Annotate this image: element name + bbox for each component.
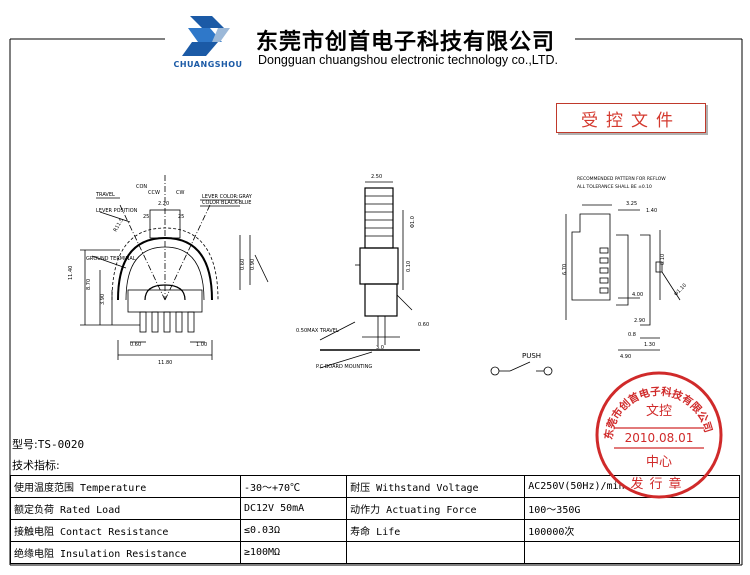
dim-r: R11.5 bbox=[113, 217, 126, 233]
seal-line-3: 中心 bbox=[646, 455, 672, 470]
footprint-drawing bbox=[565, 204, 681, 351]
label-lever-color: LEVER COLOR:GRAY bbox=[202, 194, 253, 200]
seal-bottom: 发行章 bbox=[630, 476, 687, 492]
dim-0-60: 0.60 bbox=[130, 342, 141, 348]
dim-phi-1-0: Φ1.0 bbox=[410, 216, 416, 228]
seal-date: 2010.08.01 bbox=[625, 431, 694, 445]
spec-value: DC12V 50mA bbox=[239, 497, 348, 520]
dim-1-40: 1.40 bbox=[646, 208, 657, 214]
spec-label: 接触电阻 Contact Resistance bbox=[10, 519, 241, 542]
side-view-labels: 2.50 Φ1.0 0.10 0.60 3.0 0.50MAX TRAVEL P… bbox=[296, 174, 541, 370]
dim-11-80: 11.80 bbox=[158, 360, 172, 366]
dim-side-a: 6.70 bbox=[562, 264, 568, 275]
dim-phi-1-10: Φ1.10 bbox=[673, 283, 688, 298]
company-name-cn: 东莞市创首电子科技有限公司 bbox=[256, 29, 556, 55]
dim-4-00: 4.00 bbox=[632, 292, 643, 298]
model-label: 型号: bbox=[12, 438, 38, 451]
spec-value: 100～350G bbox=[524, 497, 740, 520]
seal-line-1: 文控 bbox=[646, 404, 672, 419]
dim-25-a: 25 bbox=[143, 214, 149, 220]
dim-2-20: 2.20 bbox=[158, 201, 169, 207]
spec-label: 动作力 Actuating Force bbox=[346, 497, 526, 520]
spec-label: 耐压 Withstand Voltage bbox=[346, 475, 526, 498]
footprint-labels: RECOMMENDED PATTERN FOR REFLOW ALL TOLER… bbox=[562, 176, 688, 360]
label-lever-position: LEVER POSITION bbox=[96, 208, 138, 214]
dim-3-25: 3.25 bbox=[626, 201, 637, 207]
company-logo bbox=[182, 16, 230, 56]
label-ccw: CCW bbox=[148, 190, 160, 196]
table-row: 额定负荷 Rated Load DC12V 50mA 动作力 Actuating… bbox=[10, 497, 740, 520]
label-travel: TRAVEL bbox=[95, 192, 115, 198]
spec-label: 使用温度范围 Temperature bbox=[10, 475, 241, 498]
side-view-drawing bbox=[319, 181, 553, 376]
dim-0-60-v: 0.60 bbox=[240, 259, 246, 270]
model-number: 型号:TS-0020 bbox=[12, 436, 84, 452]
label-max-travel: 0.50MAX TRAVEL bbox=[296, 328, 339, 334]
company-name-en: Dongguan chuangshou electronic technolog… bbox=[258, 53, 558, 67]
dim-3-90: 3.90 bbox=[100, 294, 106, 305]
spec-value bbox=[524, 541, 740, 564]
dim-0-8: 0.8 bbox=[628, 332, 636, 338]
label-cw: CW bbox=[176, 190, 184, 196]
model-value: TS-0020 bbox=[37, 438, 85, 451]
label-ground-terminal: GROUND TERMINAL bbox=[86, 256, 136, 262]
spec-value: ≥100MΩ bbox=[239, 541, 348, 564]
dim-0-10: 0.10 bbox=[406, 261, 412, 272]
label-push: PUSH bbox=[522, 352, 541, 360]
front-view-labels: TRAVEL LEVER POSITION GROUND TERMINAL CO… bbox=[68, 184, 256, 366]
spec-label bbox=[346, 541, 526, 564]
label-con: CON bbox=[136, 184, 147, 190]
dim-25-b: 25 bbox=[178, 214, 184, 220]
spec-value: -30～+70℃ bbox=[239, 475, 348, 498]
spec-label: 寿命 Life bbox=[346, 519, 526, 542]
dim-2-90: 2.90 bbox=[634, 318, 645, 324]
spec-label: 绝缘电阻 Insulation Resistance bbox=[10, 541, 241, 564]
dim-1-30: 1.30 bbox=[644, 342, 655, 348]
label-tolerance: ALL TOLERANCE SHALL BE ±0.10 bbox=[577, 184, 652, 190]
technical-drawing: TRAVEL LEVER POSITION GROUND TERMINAL CO… bbox=[68, 174, 688, 376]
dim-0-60-mid: 0.60 bbox=[418, 322, 429, 328]
label-pc-board-mounting: P.C BOARD MOUNTING bbox=[316, 364, 372, 370]
dim-0-90-v: 0.90 bbox=[250, 259, 256, 270]
front-view-drawing bbox=[80, 175, 269, 360]
controlled-document-stamp: 受控文件 bbox=[556, 103, 706, 133]
spec-title: 技术指标: bbox=[12, 459, 60, 472]
round-seal-stamp: 东莞市创首电子科技有限公司 文控 2010.08.01 中心 发行章 bbox=[595, 371, 723, 499]
spec-table: 使用温度范围 Temperature -30～+70℃ 耐压 Withstand… bbox=[10, 475, 740, 564]
dim-1-00: 1.00 bbox=[196, 342, 207, 348]
spec-label: 额定负荷 Rated Load bbox=[10, 497, 241, 520]
spec-value: ≤0.03Ω bbox=[239, 519, 348, 542]
dim-8-70: 8.70 bbox=[86, 279, 92, 290]
dim-4-90: 4.90 bbox=[620, 354, 631, 360]
table-row: 接触电阻 Contact Resistance ≤0.03Ω 寿命 Life 1… bbox=[10, 519, 740, 542]
dim-3-0: 3.0 bbox=[376, 345, 384, 351]
dim-2-50: 2.50 bbox=[371, 174, 382, 180]
label-recommended-pattern: RECOMMENDED PATTERN FOR REFLOW bbox=[577, 176, 666, 182]
spec-value: 100000次 bbox=[524, 519, 740, 542]
dim-11-40: 11.40 bbox=[68, 266, 74, 280]
table-row: 绝缘电阻 Insulation Resistance ≥100MΩ bbox=[10, 541, 740, 564]
logo-text: CHUANGSHOU bbox=[173, 60, 243, 69]
label-color-black-blue: COLOR BLACK-BLUE bbox=[202, 200, 251, 206]
dim-side-b: 6.10 bbox=[660, 254, 666, 265]
